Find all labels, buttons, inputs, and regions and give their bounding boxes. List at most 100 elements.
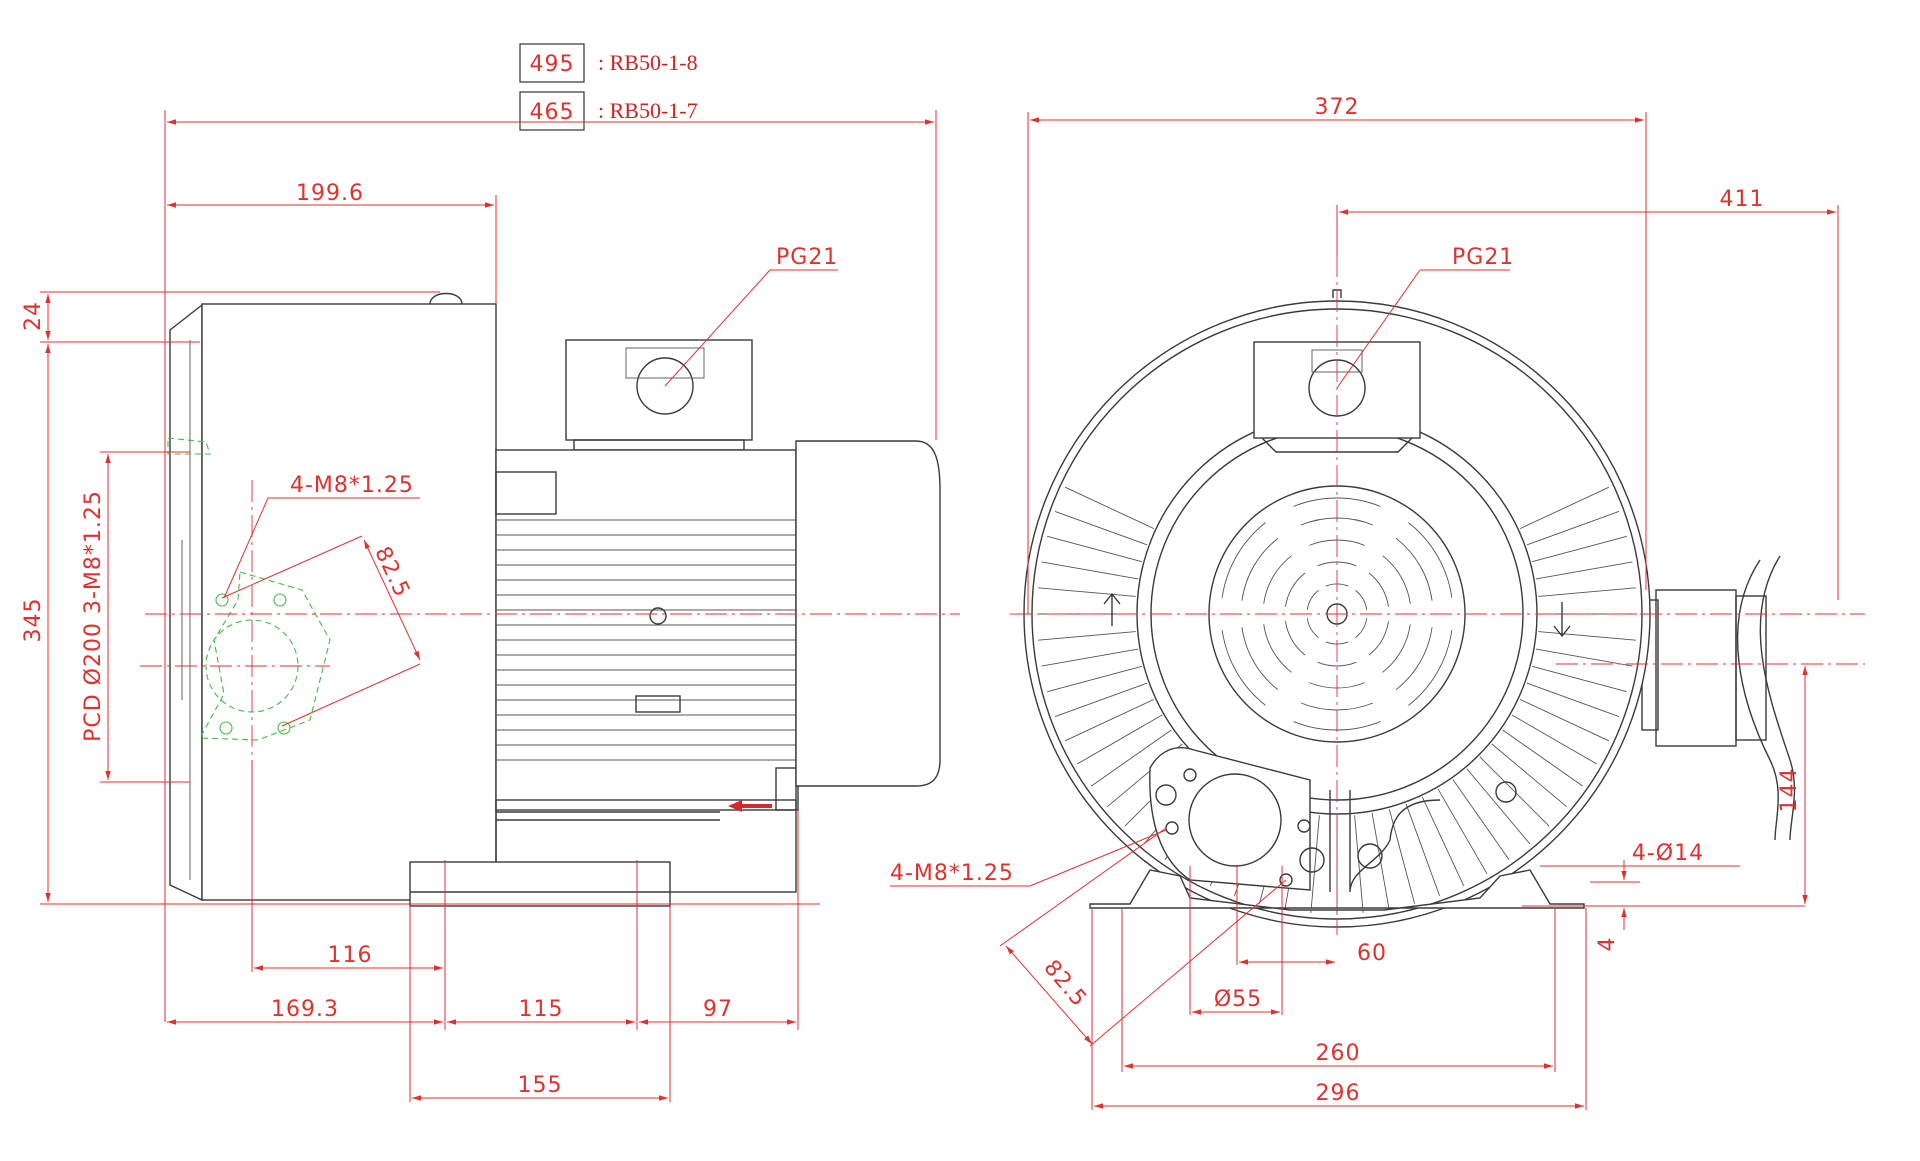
- flow-arrow-left: [1103, 592, 1121, 626]
- dim-foot-holes: 4-Ø14: [1632, 841, 1704, 866]
- front-bolt-ext-1: [999, 827, 1167, 947]
- outlet-plug: [1299, 847, 1325, 873]
- dim-base-right: 97: [703, 997, 733, 1022]
- cooling-fin: [1054, 510, 1148, 546]
- grille-slot: [1408, 630, 1453, 706]
- rotation-arrow: [728, 800, 772, 812]
- dim-inlet-offset: 116: [328, 943, 373, 968]
- motor-boss: [635, 695, 681, 713]
- front-view: 372 411 PG21 4-M8*1.25 82.5 60 Ø55 4-Ø14…: [890, 95, 1865, 1110]
- outlet-bolt-5: [1279, 873, 1293, 887]
- outlet-port: [1188, 773, 1282, 867]
- grille-slot: [1368, 621, 1389, 656]
- fan-grille-slots: [1221, 497, 1453, 731]
- side-port-box: [1655, 589, 1737, 747]
- front-bolt-ext-2: [1089, 879, 1287, 1047]
- dim-port-offset: 60: [1357, 941, 1387, 966]
- motor-bolt: [649, 607, 667, 625]
- terminal-port: [636, 357, 694, 415]
- outlet-web: [1329, 790, 1441, 893]
- model-name-1: : RB50-1-8: [598, 50, 698, 75]
- cooling-fin: [1535, 648, 1633, 667]
- leader-front-bolt: [1029, 829, 1167, 887]
- dim-overall-width: 411: [1720, 187, 1765, 212]
- dim-foot-thickness: 4: [1595, 937, 1620, 952]
- model-box-1: [519, 43, 585, 83]
- outlet-bolt-2: [1183, 768, 1197, 782]
- cooling-fin: [1405, 803, 1441, 897]
- dim-foot-pitch: 260: [1316, 1041, 1361, 1066]
- grille-slot: [1263, 624, 1292, 673]
- leader-side-conduit: [664, 269, 771, 387]
- cable-1: [1736, 559, 1779, 841]
- grille-slot: [1408, 522, 1453, 598]
- motor-body: [495, 449, 797, 811]
- cooling-fin: [1064, 486, 1155, 530]
- cooling-fin: [1041, 648, 1139, 667]
- cooling-fin: [1038, 631, 1136, 641]
- grille-slot: [1221, 630, 1266, 706]
- dim-side-bolt-circle-line: [363, 539, 421, 661]
- grille-slot: [1355, 618, 1368, 638]
- cooling-fin: [1532, 665, 1627, 693]
- grille-slot: [1317, 661, 1357, 667]
- cooling-fin: [1421, 796, 1465, 887]
- cooling-fin: [1452, 779, 1510, 861]
- cooling-fins: [1037, 486, 1637, 914]
- terminal-box: [565, 339, 753, 441]
- cable-2: [1759, 555, 1796, 841]
- grille-slot: [1395, 537, 1433, 601]
- cooling-fin: [1511, 714, 1598, 765]
- grille-slot: [1285, 572, 1306, 607]
- leader-front-conduit: [1336, 269, 1421, 389]
- side-bolt-label: 4-M8*1.25: [290, 473, 414, 498]
- dim-top-offset: 24: [21, 301, 46, 331]
- grille-slot: [1355, 590, 1368, 610]
- grille-slot: [1395, 627, 1433, 691]
- side-conduit-label: PG21: [776, 245, 838, 270]
- side-bolt-ext-2: [281, 663, 421, 727]
- grille-slot: [1382, 624, 1411, 673]
- grille-slot: [1300, 702, 1374, 711]
- cooling-fin: [1538, 631, 1636, 641]
- grille-slot: [1306, 590, 1319, 610]
- grille-slot: [1241, 537, 1279, 601]
- cooling-fin: [1526, 510, 1620, 546]
- cooling-fin: [1538, 587, 1636, 597]
- grille-slot: [1285, 621, 1306, 656]
- side-extension-lines: [40, 110, 937, 1102]
- dim-foot-width: 296: [1316, 1081, 1361, 1106]
- cooling-fin: [1535, 561, 1633, 580]
- cooling-fin: [1041, 561, 1139, 580]
- grille-slot: [1221, 522, 1266, 598]
- cooling-fin: [1064, 698, 1155, 742]
- cooling-fin: [1354, 815, 1364, 913]
- dim-flange-offset: 199.6: [296, 181, 364, 206]
- blower-housing: [201, 303, 497, 901]
- dim-port-diameter: Ø55: [1214, 987, 1262, 1012]
- grille-slot: [1241, 627, 1279, 691]
- leader-side-bolt: [223, 497, 269, 599]
- front-conduit-label: PG21: [1452, 245, 1514, 270]
- outlet-nut-2: [1495, 781, 1517, 803]
- motor-fins: [496, 519, 796, 761]
- housing-rib: [181, 340, 191, 880]
- motor-clip: [775, 767, 799, 811]
- outlet-nut: [1357, 843, 1383, 869]
- dim-front-bolt-circle: 82.5: [1038, 955, 1091, 1012]
- side-port-flange: [1735, 595, 1767, 741]
- lifting-eye: [429, 292, 463, 305]
- dim-front-bolt-circle-line: [1005, 945, 1093, 1045]
- dim-pcd: PCD Ø200 3-M8*1.25: [81, 490, 106, 742]
- cooling-fin: [1519, 486, 1610, 530]
- cooling-fin: [1090, 729, 1172, 787]
- cooling-fin: [1437, 788, 1488, 875]
- fan-cover: [795, 440, 941, 787]
- side-bolt-ext-1: [221, 535, 363, 599]
- cooling-fin: [1466, 768, 1531, 845]
- motor-nameplate: [495, 471, 557, 515]
- outlet-bolt-4: [1297, 819, 1311, 833]
- base-plate: [409, 861, 671, 907]
- cooling-fin: [1491, 743, 1568, 808]
